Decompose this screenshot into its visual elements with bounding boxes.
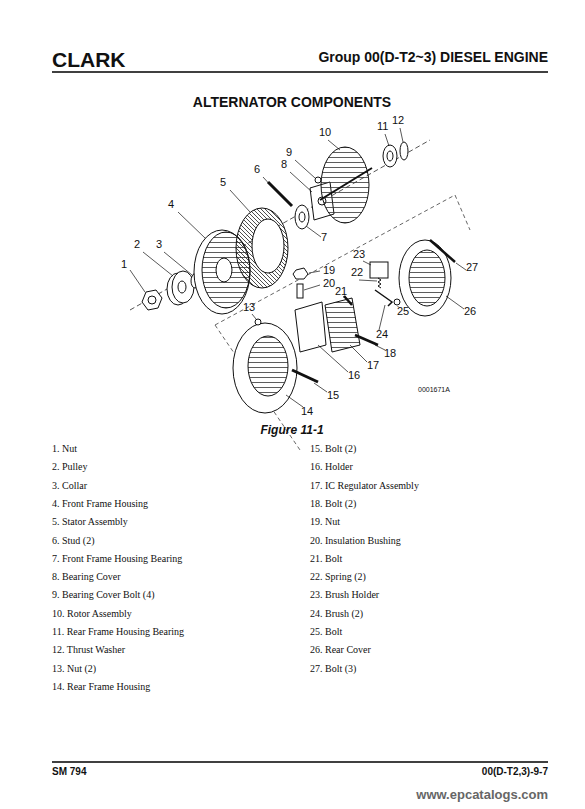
callout-number: 12	[392, 114, 404, 126]
parts-list-item: 16. Holder	[310, 461, 353, 472]
callout-number: 26	[464, 305, 476, 317]
callout-number: 2	[134, 238, 140, 250]
callout-number: 19	[323, 264, 335, 276]
parts-list-item: 19. Nut	[310, 516, 340, 527]
footer-page: 00(D-T2,3)-9-7	[482, 766, 548, 777]
callout-number: 24	[376, 328, 388, 340]
callout-number: 25	[397, 305, 409, 317]
figure-code: 0001671A	[418, 386, 450, 394]
parts-list-item: 7. Front Frame Housing Bearing	[52, 553, 182, 564]
callout-number: 18	[384, 347, 396, 359]
callout-number: 3	[156, 238, 162, 250]
parts-list-item: 5. Stator Assembly	[52, 516, 128, 527]
parts-list-item: 26. Rear Cover	[310, 644, 371, 655]
parts-list-item: 18. Bolt (2)	[310, 498, 356, 509]
parts-list-item: 27. Bolt (3)	[310, 663, 356, 674]
parts-list-item: 17. IC Regulator Assembly	[310, 480, 419, 491]
parts-list-item: 12. Thrust Washer	[52, 644, 125, 655]
callout-number: 17	[367, 359, 379, 371]
callout-number: 13	[243, 301, 255, 313]
parts-list-item: 13. Nut (2)	[52, 663, 96, 674]
parts-list-item: 11. Rear Frame Housing Bearing	[52, 626, 184, 637]
callout-number: 20	[323, 277, 335, 289]
watermark: www.epcatalogs.com	[416, 788, 548, 802]
callout-number: 9	[286, 146, 292, 158]
callout-number: 11	[377, 120, 388, 132]
footer-manual: SM 794	[52, 766, 86, 777]
callout-number: 6	[254, 163, 260, 175]
callout-number: 16	[348, 369, 360, 381]
callout-number: 22	[351, 266, 363, 278]
parts-list-item: 21. Bolt	[310, 553, 342, 564]
parts-list-item: 1. Nut	[52, 443, 77, 454]
parts-list-item: 14. Rear Frame Housing	[52, 681, 150, 692]
callout-number: 5	[220, 176, 226, 188]
parts-list-item: 3. Collar	[52, 480, 87, 491]
callout-number: 8	[281, 158, 287, 170]
diagram-title: ALTERNATOR COMPONENTS	[193, 95, 391, 110]
callout-number: 10	[319, 126, 331, 138]
parts-list-item: 2. Pulley	[52, 461, 88, 472]
callout-number: 23	[353, 248, 365, 260]
callout-number: 27	[466, 261, 478, 273]
callout-number: 1	[121, 258, 127, 270]
brand-logo: CLARK	[52, 48, 126, 71]
callout-number: 21	[335, 285, 347, 297]
callout-number: 14	[301, 405, 313, 417]
page-header: Group 00(D-T2~3) DIESEL ENGINE	[318, 50, 548, 65]
callout-number: 4	[168, 198, 174, 210]
callout-number: 7	[321, 231, 327, 243]
parts-list-item: 8. Bearing Cover	[52, 571, 121, 582]
parts-list-item: 20. Insulation Bushing	[310, 535, 401, 546]
parts-list-item: 4. Front Frame Housing	[52, 498, 148, 509]
parts-list-item: 24. Brush (2)	[310, 608, 363, 619]
parts-list-item: 15. Bolt (2)	[310, 443, 356, 454]
figure-caption: Figure 11-1	[260, 424, 323, 437]
leader-lines	[130, 128, 466, 407]
parts-list-item: 25. Bolt	[310, 626, 342, 637]
parts-list-item: 22. Spring (2)	[310, 571, 366, 582]
parts-list-item: 6. Stud (2)	[52, 535, 95, 546]
page-rules	[52, 72, 548, 762]
parts-list-item: 10. Rotor Assembly	[52, 608, 132, 619]
callout-number: 15	[327, 389, 339, 401]
parts-list-item: 9. Bearing Cover Bolt (4)	[52, 589, 154, 600]
parts-list-item: 23. Brush Holder	[310, 589, 379, 600]
